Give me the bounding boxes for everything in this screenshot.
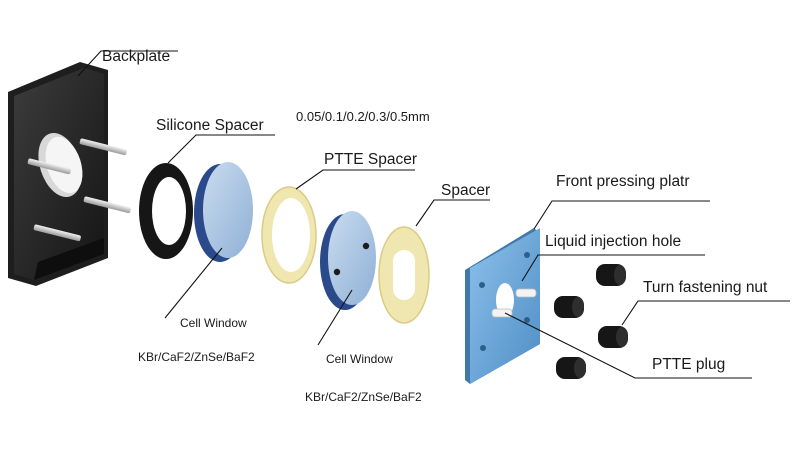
leader-front-plate [533,200,710,230]
label-cell-window-2-materials: KBr/CaF2/ZnSe/BaF2 [305,390,422,404]
ptte-spacer [261,186,317,284]
backplate [8,62,131,286]
leader-spacer [415,199,490,227]
label-front-pressing-plate: Front pressing platr [556,173,690,190]
nut-1 [596,264,626,286]
label-spacer: Spacer [441,182,491,199]
leader-cell-window-2 [317,289,353,346]
leader-backplate [77,50,178,77]
leader-ptte-spacer [295,169,415,190]
label-liquid-injection-hole: Liquid injection hole [545,233,682,250]
nut-4 [556,357,586,379]
fastening-nuts [554,264,628,379]
leader-silicone-spacer [167,134,275,164]
spacer [378,226,430,324]
label-backplate: Backplate [102,48,171,65]
leader-cell-window-1 [164,247,223,319]
nut-2 [554,296,584,318]
label-silicone-spacer: Silicone Spacer [156,117,264,134]
label-cell-window-1-materials: KBr/CaF2/ZnSe/BaF2 [138,350,255,364]
label-cell-window-1: Cell Window [180,316,247,330]
label-cell-window-2: Cell Window [326,352,393,366]
nut-3 [598,326,628,348]
label-turn-fastening-nut: Turn fastening nut [643,279,768,296]
leader-liquid-hole [521,254,705,282]
silicone-spacer [139,163,193,259]
leader-fastening-nut [621,300,790,326]
leader-ptte-plug [504,312,752,379]
leader-lines [77,50,790,379]
cell-window-2 [320,211,376,310]
label-ptte-plug: PTTE plug [652,356,726,373]
label-thickness: 0.05/0.1/0.2/0.3/0.5mm [296,109,430,124]
front-pressing-plate [465,228,540,384]
cell-window-1 [194,162,253,262]
label-ptte-spacer: PTTE Spacer [324,151,418,168]
